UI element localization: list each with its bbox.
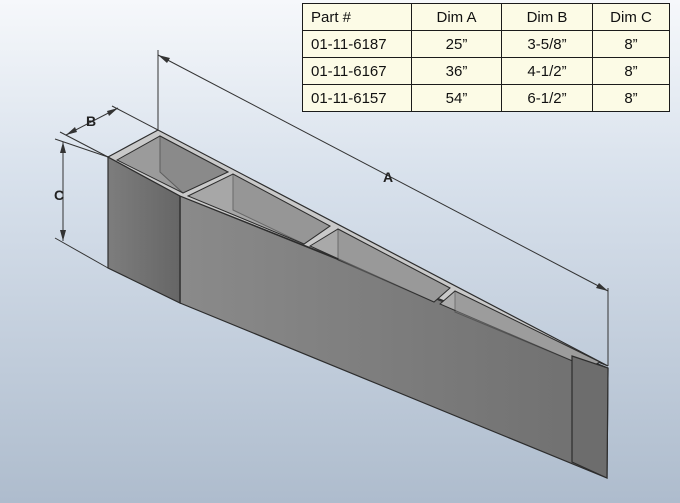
header-dim-a: Dim A: [411, 3, 502, 31]
table-row: 01-11-6157 54” 6-1/2” 8”: [302, 84, 670, 112]
part-number-cell: 01-11-6187: [302, 30, 412, 58]
dim-c-cell: 8”: [592, 84, 670, 112]
dim-a-cell: 36”: [411, 57, 502, 85]
dim-b-cell: 6-1/2”: [501, 84, 593, 112]
bracket-small-end: [571, 355, 609, 479]
table-row: 01-11-6167 36” 4-1/2” 8”: [302, 57, 670, 85]
dim-c-cell: 8”: [592, 30, 670, 58]
dimension-a-label: A: [383, 169, 393, 185]
dimension-c: [54, 138, 109, 269]
bracket-model: [106, 129, 609, 479]
dim-a-cell: 54”: [411, 84, 502, 112]
dimension-c-label: C: [54, 187, 64, 203]
dim-c-cell: 8”: [592, 57, 670, 85]
table-header-row: Part # Dim A Dim B Dim C: [302, 3, 670, 31]
header-part-number: Part #: [302, 3, 412, 31]
dim-a-cell: 25”: [411, 30, 502, 58]
dimension-a: [157, 50, 609, 366]
dim-b-cell: 4-1/2”: [501, 57, 593, 85]
part-number-cell: 01-11-6157: [302, 84, 412, 112]
dim-b-cell: 3-5/8”: [501, 30, 593, 58]
dimension-b: [59, 105, 159, 158]
part-dimension-table: Part # Dim A Dim B Dim C 01-11-6187 25” …: [302, 3, 670, 112]
dimension-b-label: B: [86, 113, 96, 129]
part-number-cell: 01-11-6167: [302, 57, 412, 85]
table-row: 01-11-6187 25” 3-5/8” 8”: [302, 30, 670, 58]
header-dim-b: Dim B: [501, 3, 593, 31]
bracket-cells: [115, 135, 602, 369]
header-dim-c: Dim C: [592, 3, 670, 31]
